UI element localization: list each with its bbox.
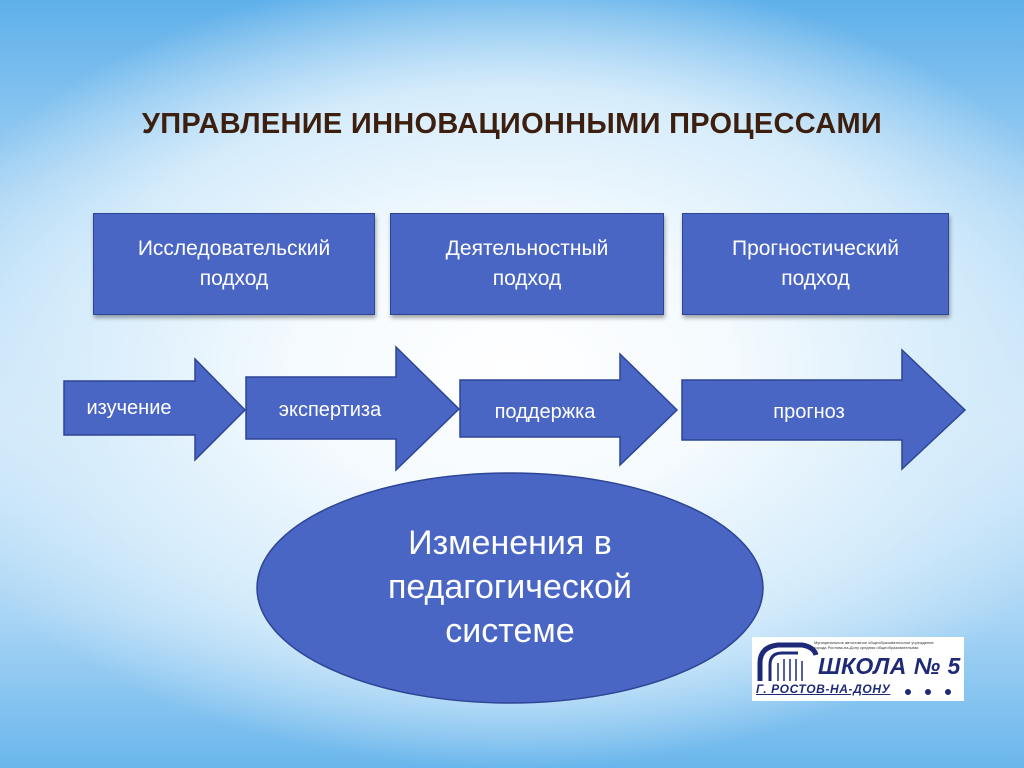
approach-label: подход (781, 267, 850, 290)
result-line: Изменения в (408, 524, 612, 562)
logo-dots-icon (905, 689, 951, 695)
arrow-shape-study (63, 357, 247, 462)
stage-label-study: изучение (86, 397, 172, 419)
approach-label: подход (492, 267, 562, 290)
result-ellipse (256, 472, 764, 704)
approach-label: Прогностический (731, 237, 899, 260)
result-line: педагогической (387, 568, 633, 606)
school-emblem-icon (757, 642, 819, 681)
approach-label: Деятельностный (445, 237, 609, 260)
result-line: системе (445, 612, 575, 650)
stage-label-forecast: прогноз (773, 401, 845, 423)
arrow-shape-support (459, 352, 679, 467)
result-label: Изменения в педагогической системе (300, 521, 720, 653)
slide-title: УПРАВЛЕНИЕ ИННОВАЦИОННЫМИ ПРОЦЕССАМИ (141, 108, 883, 140)
logo-fine-print: Муниципальное автономное общеобразовател… (814, 640, 962, 650)
approach-box-prognostic: Прогностический подход (682, 213, 949, 315)
approach-label: подход (199, 267, 269, 290)
logo-school-name: ШКОЛА № 5 (818, 653, 961, 679)
approach-box-research: Исследовательский подход (93, 213, 375, 315)
stage-label-support: поддержка (494, 401, 596, 423)
arrow-shape-expertise (245, 345, 461, 472)
logo-city: Г. РОСТОВ-НА-ДОНУ (756, 682, 891, 696)
school-logo: Муниципальное автономное общеобразовател… (752, 637, 964, 701)
logo-fine-print-line: города Ростова-на-Дону средняя общеобраз… (814, 645, 919, 650)
approach-label: Исследовательский (137, 237, 331, 260)
approach-box-activity: Деятельностный подход (390, 213, 664, 315)
logo-fine-print-line: Муниципальное автономное общеобразовател… (814, 640, 934, 645)
arrow-shape-forecast (681, 348, 967, 471)
stage-label-expertise: экспертиза (278, 399, 382, 421)
